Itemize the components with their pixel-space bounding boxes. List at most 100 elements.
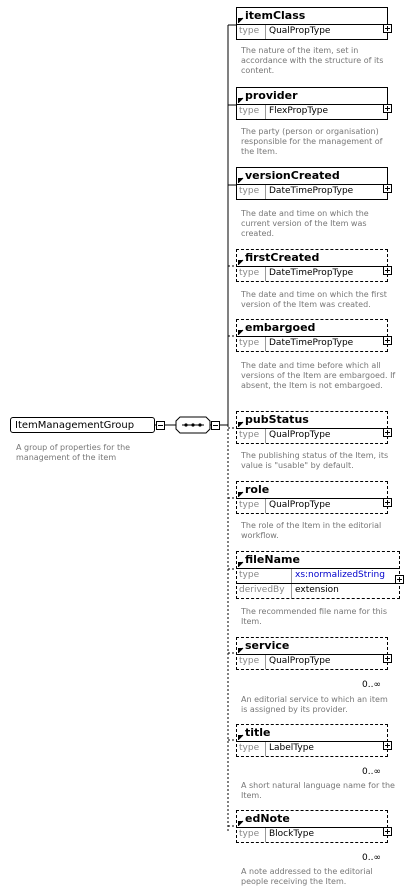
group-name: ItemManagementGroup <box>15 420 135 431</box>
expand-icon[interactable] <box>383 428 392 437</box>
type-value: QualPropType <box>269 500 331 510</box>
element-arrow-icon <box>237 254 244 266</box>
element-name: role <box>237 482 387 498</box>
element-name-text: service <box>245 639 290 652</box>
expand-icon[interactable] <box>383 104 392 113</box>
element-description: The date and time on which the first ver… <box>241 290 387 309</box>
expand-icon[interactable] <box>383 498 392 507</box>
type-value: DateTimePropType <box>269 186 354 196</box>
element-name: itemClass <box>237 8 387 24</box>
type-label: type <box>237 655 266 669</box>
element-arrow-icon <box>237 172 244 184</box>
type-label: type <box>237 742 266 756</box>
derived-label: derivedBy <box>237 584 292 598</box>
element-arrow-icon <box>237 556 244 568</box>
type-label: type <box>237 499 266 513</box>
element-arrow-icon <box>237 642 244 654</box>
element-arrow-icon <box>237 416 244 428</box>
type-value: DateTimePropType <box>269 268 354 278</box>
element-arrow-icon <box>237 815 244 827</box>
type-value: QualPropType <box>269 430 331 440</box>
element-name-text: fileName <box>245 553 300 566</box>
element-arrow-icon <box>237 92 244 104</box>
type-value[interactable]: xs:normalizedString <box>295 570 385 580</box>
element-description: A note addressed to the editorial people… <box>241 867 373 886</box>
type-label: type <box>237 569 292 583</box>
element-description: The publishing status of the Item, its v… <box>241 451 389 470</box>
expand-icon[interactable] <box>383 741 392 750</box>
type-value: FlexPropType <box>269 106 329 116</box>
element-name: pubStatus <box>237 412 387 428</box>
element-name: fileName <box>237 552 399 568</box>
element-name: firstCreated <box>237 250 387 266</box>
element-description: The date and time before which all versi… <box>241 361 396 390</box>
cardinality-label: 0..∞ <box>362 767 381 777</box>
derived-value: extension <box>295 585 339 595</box>
element-name: embargoed <box>237 320 387 336</box>
element-description: The party (person or organisation) respo… <box>241 127 383 156</box>
collapse-group-icon[interactable] <box>156 421 165 430</box>
element-name: versionCreated <box>237 168 387 184</box>
element-name-text: pubStatus <box>245 413 309 426</box>
type-value: BlockType <box>269 829 315 839</box>
element-name-text: role <box>245 483 270 496</box>
element-name-text: firstCreated <box>245 251 320 264</box>
group-name-box[interactable]: ItemManagementGroup <box>10 417 155 433</box>
element-name-text: provider <box>245 89 298 102</box>
element-name-text: itemClass <box>245 9 306 22</box>
element-description: A short natural language name for the It… <box>241 781 395 800</box>
element-description: The recommended file name for this Item. <box>241 607 388 626</box>
element-name-text: edNote <box>245 812 290 825</box>
element-name: edNote <box>237 811 387 827</box>
expand-icon[interactable] <box>383 184 392 193</box>
type-label: type <box>237 105 266 119</box>
element-arrow-icon <box>237 486 244 498</box>
type-label: type <box>237 267 266 281</box>
expand-icon[interactable] <box>395 575 404 584</box>
type-value: DateTimePropType <box>269 338 354 348</box>
element-arrow-icon <box>237 324 244 336</box>
expand-icon[interactable] <box>383 24 392 33</box>
type-label: type <box>237 429 266 443</box>
element-name: provider <box>237 88 387 104</box>
type-label: type <box>237 337 266 351</box>
cardinality-label: 0..∞ <box>362 680 381 690</box>
expand-icon[interactable] <box>383 336 392 345</box>
element-arrow-icon <box>237 12 244 24</box>
element-description: An editorial service to which an item is… <box>241 695 388 714</box>
element-arrow-icon <box>237 729 244 741</box>
cardinality-label: 0..∞ <box>362 853 381 863</box>
element-name-text: embargoed <box>245 321 316 334</box>
group-description: A group of properties for the management… <box>16 443 131 462</box>
type-value: LabelType <box>269 743 314 753</box>
element-description: The date and time on which the current v… <box>241 209 369 238</box>
expand-icon[interactable] <box>383 654 392 663</box>
collapse-sequence-icon[interactable] <box>211 421 220 430</box>
expand-icon[interactable] <box>383 827 392 836</box>
expand-icon[interactable] <box>383 266 392 275</box>
element-name: service <box>237 638 387 654</box>
type-value: QualPropType <box>269 656 331 666</box>
